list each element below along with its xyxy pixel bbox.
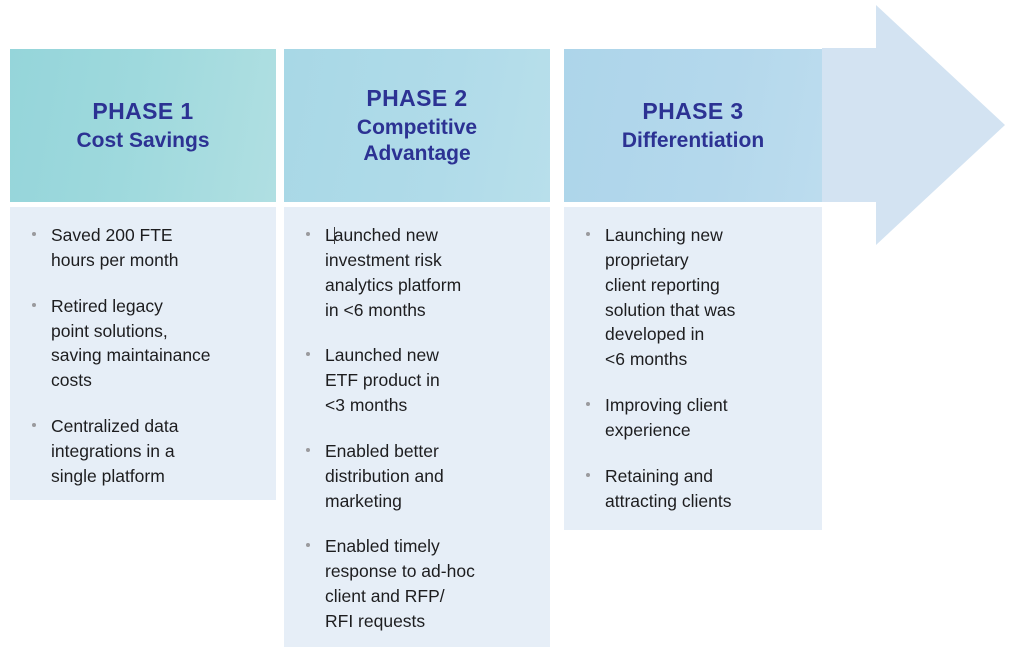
- list-item-text: Retired legacy point solutions, saving m…: [51, 295, 211, 391]
- list-item: Retired legacy point solutions, saving m…: [24, 294, 260, 393]
- list-item-text: Centralized data integrations in a singl…: [51, 416, 179, 486]
- phase-2-header: PHASE 2 Competitive Advantage: [284, 49, 550, 202]
- list-item: Centralized data integrations in a singl…: [24, 414, 260, 489]
- bullet-dot-icon: [306, 352, 310, 357]
- phase-1-subtitle: Cost Savings: [76, 128, 210, 152]
- phase-2-kicker: PHASE 2: [366, 84, 468, 111]
- bullet-dot-icon: [586, 472, 590, 477]
- bullet-dot-icon: [32, 302, 36, 307]
- list-item: Retaining and attracting clients: [578, 464, 806, 514]
- bullet-dot-icon: [586, 232, 590, 236]
- bullet-dot-icon: [32, 232, 36, 236]
- phase-1-bullet-list: Saved 200 FTE hours per month Retired le…: [24, 223, 260, 489]
- list-item-text: Enabled better distribution and marketin…: [325, 440, 444, 511]
- phase-3-header: PHASE 3 Differentiation: [564, 49, 822, 202]
- bullet-dot-icon: [306, 447, 310, 452]
- list-item: Enabled timely response to ad-hoc client…: [298, 534, 534, 633]
- text-cursor-caret: [333, 227, 335, 244]
- arrow-shape: [822, 5, 1005, 245]
- phase-1-kicker: PHASE 1: [92, 97, 194, 124]
- phase-column-2: PHASE 2 Competitive Advantage Launched n…: [284, 49, 550, 647]
- list-item: Enabled better distribution and marketin…: [298, 439, 534, 514]
- phase-column-1: PHASE 1 Cost Savings Saved 200 FTE hours…: [10, 49, 276, 500]
- phase-2-subtitle: Competitive Advantage: [356, 115, 478, 166]
- phase-3-subtitle: Differentiation: [621, 128, 765, 152]
- phase-2-body: Launched new investment risk analytics p…: [284, 207, 550, 647]
- bullet-dot-icon: [306, 232, 310, 236]
- phase-1-body: Saved 200 FTE hours per month Retired le…: [10, 207, 276, 500]
- list-item-text: Launching new proprietary client reporti…: [605, 225, 736, 370]
- phase-3-bullet-list: Launching new proprietary client reporti…: [578, 223, 806, 513]
- list-item-text: Launched new ETF product in <3 months: [325, 345, 440, 416]
- phase-3-kicker: PHASE 3: [642, 97, 744, 124]
- list-item-text: Launched new investment risk analytics p…: [325, 225, 462, 320]
- phase-2-bullet-list: Launched new investment risk analytics p…: [298, 223, 534, 634]
- phase-column-3: PHASE 3 Differentiation Launching new pr…: [564, 49, 822, 530]
- list-item: Launching new proprietary client reporti…: [578, 223, 806, 372]
- bullet-dot-icon: [306, 543, 310, 548]
- list-item-text: Improving client experience: [605, 395, 728, 440]
- bullet-dot-icon: [32, 423, 36, 428]
- list-item-text: Retaining and attracting clients: [605, 465, 732, 511]
- list-item: Improving client experience: [578, 393, 806, 443]
- list-item-text: Saved 200 FTE hours per month: [51, 225, 179, 270]
- list-item-text: Enabled timely response to ad-hoc client…: [325, 536, 475, 631]
- list-item: Launched new investment risk analytics p…: [298, 223, 534, 322]
- phase-3-body: Launching new proprietary client reporti…: [564, 207, 822, 530]
- list-item: Launched new ETF product in <3 months: [298, 343, 534, 418]
- bullet-dot-icon: [586, 402, 590, 407]
- phase-1-header: PHASE 1 Cost Savings: [10, 49, 276, 202]
- list-item: Saved 200 FTE hours per month: [24, 223, 260, 273]
